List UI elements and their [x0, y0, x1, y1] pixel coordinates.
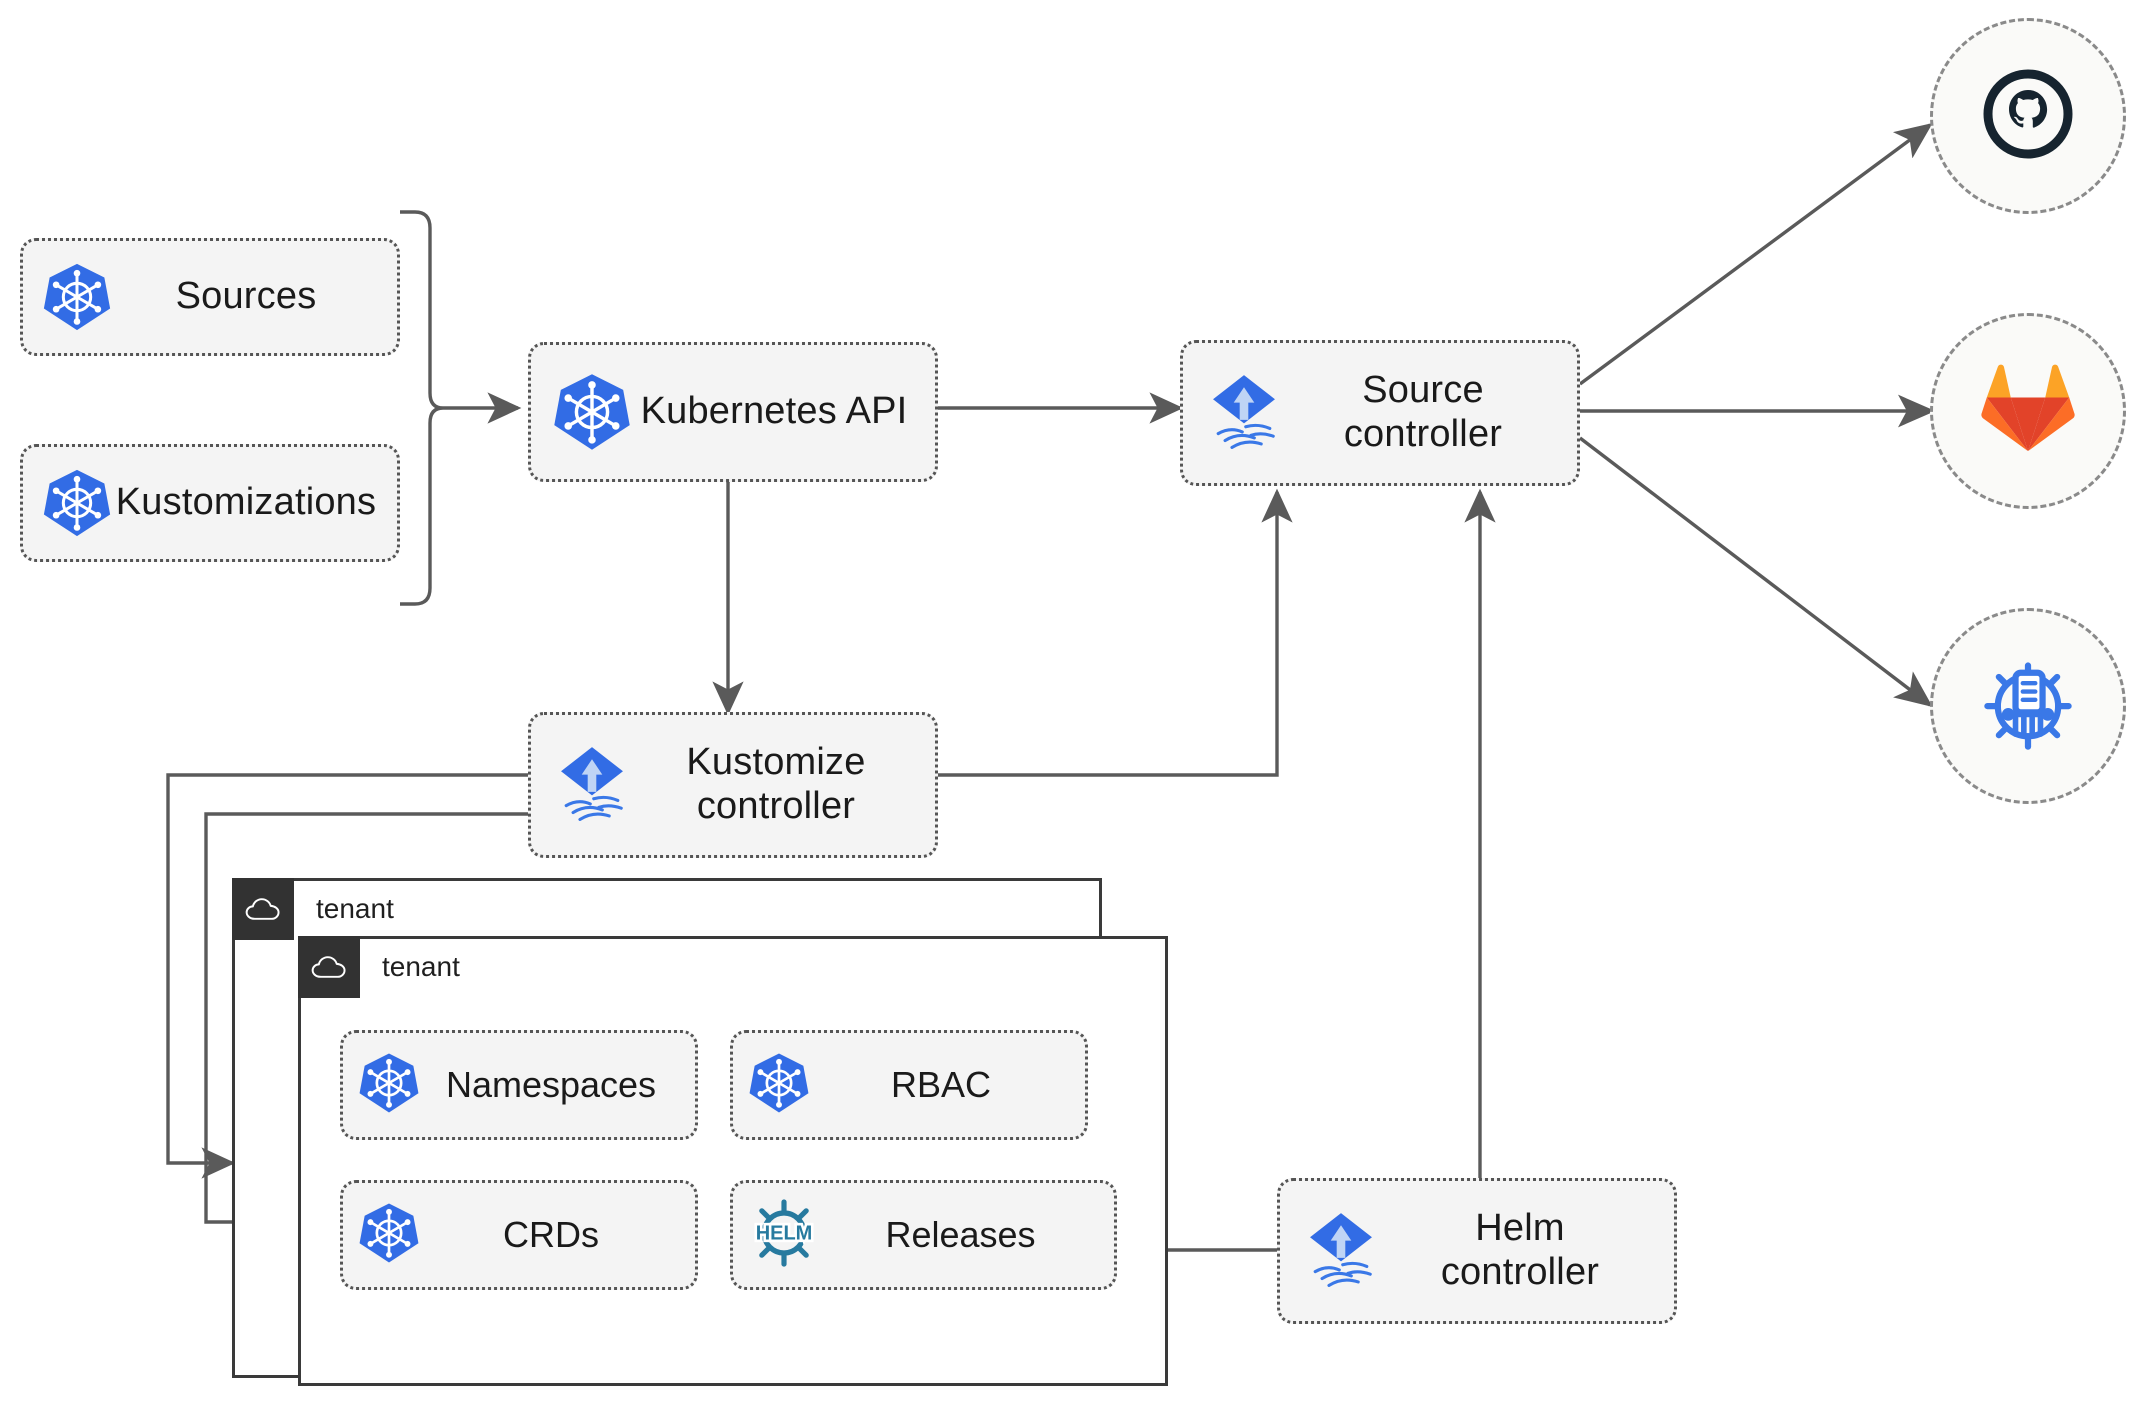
- node-namespaces-label: Namespaces: [445, 1064, 657, 1105]
- tenant-inner-header: tenant: [298, 936, 460, 998]
- node-kubernetes-api-label: Kubernetes API: [640, 390, 908, 433]
- node-helm-controller[interactable]: Helm controller: [1277, 1178, 1677, 1324]
- node-namespaces[interactable]: Namespaces: [340, 1030, 698, 1140]
- wire-bracket: [400, 210, 444, 606]
- wire-source-helmrepo: [1578, 436, 1933, 708]
- flux-icon: [549, 742, 635, 828]
- node-crds-label: CRDs: [503, 1214, 599, 1255]
- wire-kustomize-source: [938, 488, 1293, 777]
- node-kustomize-controller[interactable]: Kustomize controller: [528, 712, 938, 858]
- node-crds[interactable]: CRDs: [340, 1180, 698, 1290]
- node-kubernetes-api[interactable]: Kubernetes API: [528, 342, 938, 482]
- node-sources[interactable]: Sources: [20, 238, 400, 356]
- node-helm-controller-label: Helm controller: [1440, 1207, 1600, 1293]
- tenant-box-inner[interactable]: tenant: [298, 936, 1168, 1386]
- node-releases[interactable]: HELM Releases: [730, 1180, 1117, 1290]
- kubernetes-icon: [357, 1201, 421, 1270]
- node-rbac[interactable]: RBAC: [730, 1030, 1088, 1140]
- helm-icon: HELM: [747, 1196, 821, 1275]
- cloud-icon: [298, 936, 360, 998]
- node-kustomize-controller-label: Kustomize controller: [686, 741, 866, 827]
- kubernetes-icon: [41, 261, 113, 333]
- provider-gitlab[interactable]: [1930, 313, 2126, 509]
- node-source-controller[interactable]: Source controller: [1180, 340, 1580, 486]
- wire-source-github: [1578, 122, 1933, 386]
- svg-text:HELM: HELM: [756, 1222, 813, 1244]
- tenant-outer-header: tenant: [232, 878, 394, 940]
- node-source-controller-label: Source controller: [1343, 369, 1503, 455]
- node-kustomizations[interactable]: Kustomizations: [20, 444, 400, 562]
- gitlab-icon: [1980, 363, 2076, 460]
- kubernetes-icon: [41, 467, 113, 539]
- flux-icon: [1298, 1208, 1384, 1294]
- provider-helm-repository[interactable]: [1930, 608, 2126, 804]
- provider-github[interactable]: [1930, 18, 2126, 214]
- cloud-icon: [232, 878, 294, 940]
- kubernetes-icon: [357, 1051, 421, 1120]
- github-icon: [1978, 64, 2078, 169]
- kubernetes-icon: [747, 1051, 811, 1120]
- node-kustomizations-label: Kustomizations: [115, 481, 377, 524]
- node-rbac-label: RBAC: [890, 1064, 992, 1105]
- tenant-outer-label: tenant: [316, 893, 394, 924]
- node-releases-label: Releases: [885, 1214, 1036, 1255]
- node-sources-label: Sources: [175, 275, 317, 318]
- tenant-inner-label: tenant: [382, 951, 460, 982]
- kubernetes-icon: [551, 371, 633, 453]
- helm-repository-icon: [1976, 652, 2080, 761]
- flux-icon: [1201, 370, 1287, 456]
